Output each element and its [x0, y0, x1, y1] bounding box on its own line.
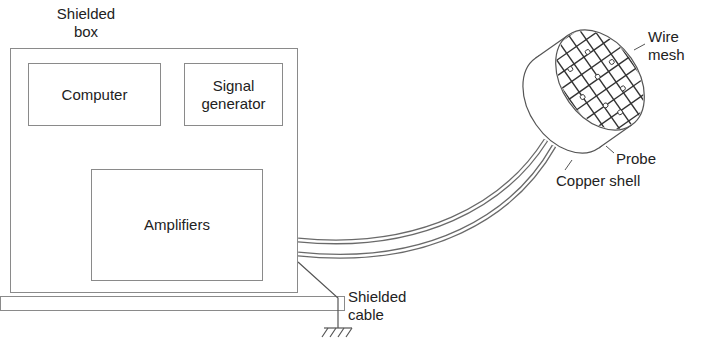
mesh-label: Wire mesh: [648, 28, 698, 64]
shielded-box: ComputerSignal generatorAmplifiersShield…: [10, 48, 298, 293]
ground-symbol: [298, 262, 352, 337]
base-plate: [1, 297, 345, 311]
shielded-cable: [298, 140, 554, 256]
box-label: Signal generator: [192, 77, 275, 113]
probe-illustration: [502, 8, 667, 174]
box-label: Amplifiers: [144, 216, 210, 234]
probe-label: Probe: [616, 150, 656, 168]
amplifier-box: Amplifiers: [91, 169, 263, 281]
shell-label: Copper shell: [556, 172, 640, 190]
signal-generator-box: Signal generator: [184, 63, 283, 126]
cable-label: Shielded cable: [348, 288, 412, 324]
box-label: Computer: [62, 86, 128, 104]
computer-box: Computer: [28, 63, 161, 126]
wire-mesh: [533, 8, 667, 152]
box-heading: Shielded box: [51, 5, 121, 41]
